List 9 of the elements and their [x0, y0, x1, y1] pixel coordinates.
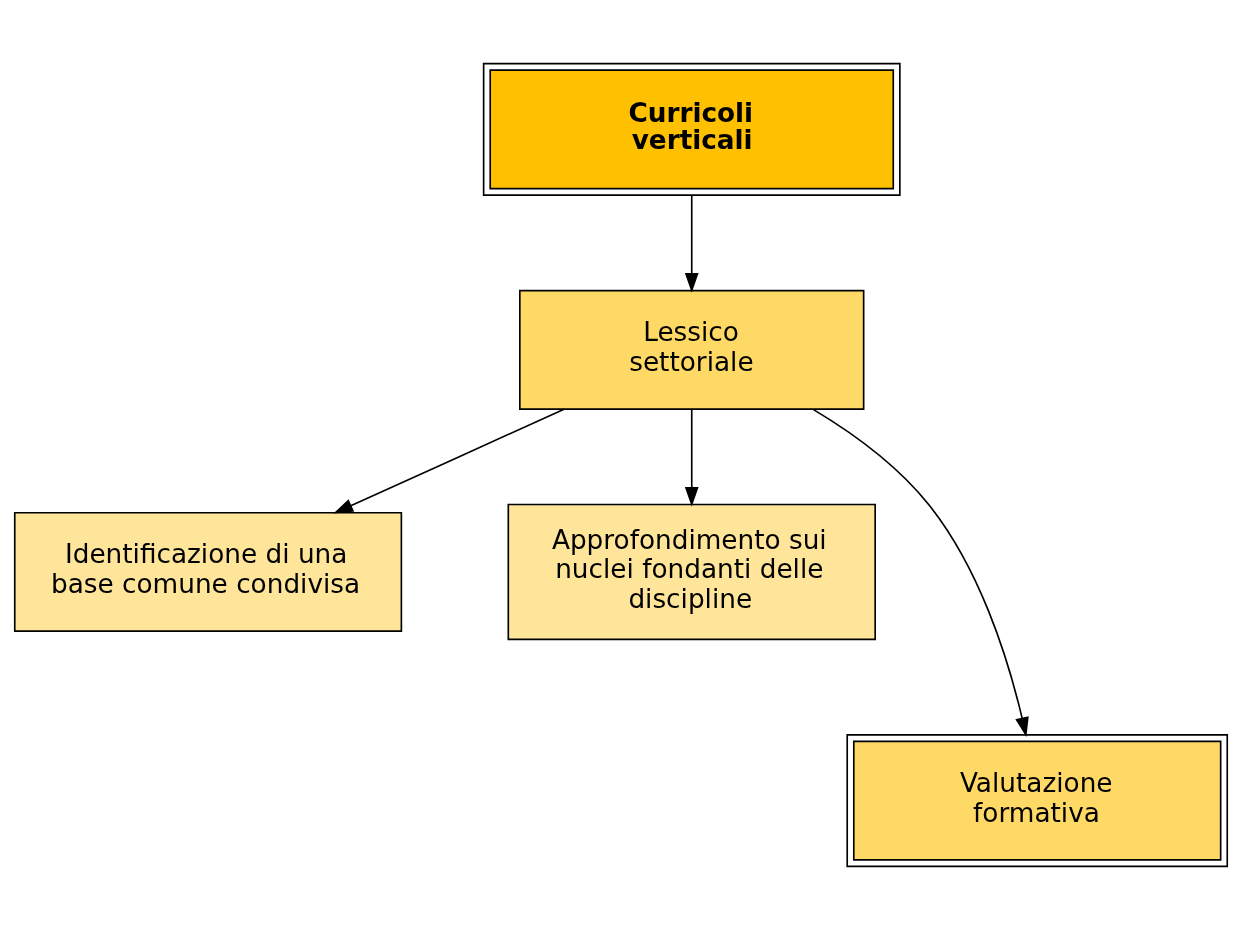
- arrow: [333, 407, 565, 514]
- node-box: Curricoli verticali: [482, 62, 901, 196]
- arrow: [812, 408, 1029, 737]
- node-box: Valutazione formativa: [846, 733, 1229, 867]
- node-box: Lessico settoriale: [519, 289, 865, 410]
- arrow: [684, 194, 699, 293]
- node-box: Identificazione di una base comune condivisa: [13, 511, 403, 632]
- arrow: [684, 408, 699, 507]
- node-box: Approfondimento sui nuclei fondanti delle discipline: [507, 503, 876, 640]
